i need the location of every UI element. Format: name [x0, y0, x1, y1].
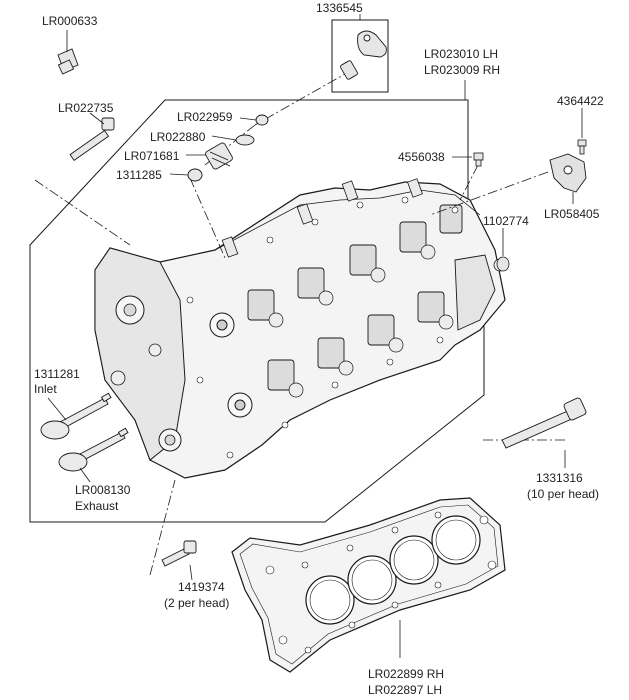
head-bolt-part [501, 397, 587, 449]
label-2-per-head: (2 per head) [164, 596, 230, 610]
label-4556038: 4556038 [398, 150, 445, 164]
label-lr008130: LR008130 [75, 483, 131, 497]
label-1336545: 1336545 [316, 1, 363, 15]
cylinder-head [94, 178, 507, 479]
label-lr022959: LR022959 [177, 110, 233, 124]
label-4364422: 4364422 [557, 94, 604, 108]
label-lr022735: LR022735 [58, 101, 114, 115]
label-1311285: 1311285 [116, 168, 162, 182]
bolt-4556038-part [473, 152, 484, 167]
label-exhaust: Exhaust [75, 499, 119, 513]
sensor-plug-part [57, 48, 79, 75]
label-lr000633: LR000633 [42, 14, 98, 28]
label-lr022880: LR022880 [150, 130, 206, 144]
bolt-4364422-part [577, 139, 587, 155]
label-lr058405: LR058405 [544, 207, 600, 221]
label-lr023010: LR023010 LH [424, 47, 499, 61]
core-plug-part [496, 256, 510, 272]
spring-retainer-part [235, 134, 255, 146]
camshaft-sensor-part [549, 153, 587, 193]
bolt-1419374-part [161, 540, 197, 567]
valve-spring-part [205, 142, 233, 170]
inlet-valve-part [40, 392, 112, 440]
label-1102774: 1102774 [483, 214, 529, 228]
label-1331316: 1331316 [536, 471, 583, 485]
rocker-finger-part [340, 30, 387, 80]
valve-collet-part [255, 114, 269, 126]
label-lr022899: LR022899 RH [368, 667, 445, 681]
label-lr023009: LR023009 RH [424, 63, 501, 77]
bolt-lr022735-part [69, 117, 115, 161]
valve-stem-seal-part [187, 168, 203, 182]
label-lr071681: LR071681 [124, 149, 180, 163]
label-inlet: Inlet [34, 382, 57, 396]
label-1311281: 1311281 [34, 367, 80, 381]
label-10-per-head: (10 per head) [527, 487, 600, 501]
label-1419374: 1419374 [178, 580, 225, 594]
label-lr022897: LR022897 LH [368, 683, 443, 697]
exhaust-valve-part [58, 427, 129, 472]
head-gasket-part [231, 497, 506, 673]
